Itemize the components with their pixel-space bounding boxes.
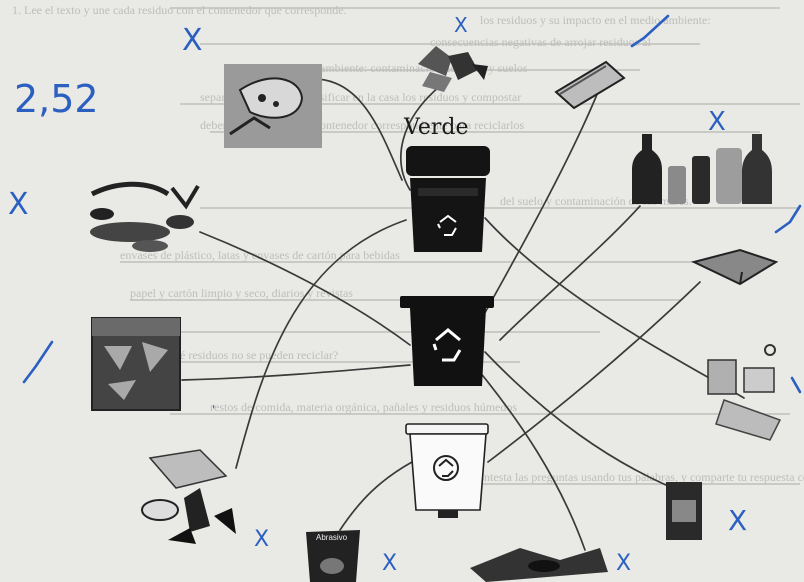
line-napkins-to-black [470, 360, 585, 550]
cross-mark-6: X [382, 551, 397, 576]
black-bin-icon [400, 296, 494, 386]
faded-line-7: del suelo y contaminación de los mares. [500, 194, 692, 208]
faded-line-12: Contesta las preguntas usando tus palabr… [470, 470, 804, 484]
food-scraps-icon [90, 184, 198, 252]
cross-mark-1: X [182, 23, 203, 58]
check-mark-3 [24, 342, 52, 382]
foil-roll-icon [556, 62, 624, 108]
pizza-box-icon [92, 318, 180, 410]
bin-label-verde: Verde [403, 115, 469, 140]
chip-bag-icon: Abrasivo [306, 530, 360, 582]
faded-line-2: los residuos y su impacto en el medio am… [480, 13, 711, 27]
milk-carton-icon [666, 482, 702, 540]
cross-mark-5: X [254, 527, 269, 552]
line-carton-to-black [485, 352, 668, 486]
glass-bottles-icon [632, 134, 772, 204]
stray-tick: ' [212, 403, 215, 417]
line-chips-to-white [340, 462, 412, 530]
line-plastic-to-green [485, 218, 744, 398]
cross-mark-7: X [616, 551, 631, 576]
faded-line-3: consecuencias negativas de arrojar resid… [430, 35, 652, 49]
broken-dishes-icon [142, 450, 236, 544]
organic-waste-icon [224, 64, 322, 148]
dirty-napkins-icon [470, 548, 608, 582]
cross-mark-2: X [454, 13, 468, 37]
check-mark-2 [776, 206, 800, 232]
cross-mark-3: X [708, 107, 726, 137]
cross-mark-4: X [8, 187, 29, 222]
cross-mark-8: X [728, 504, 747, 537]
score-mark: 2,52 [14, 77, 99, 121]
faded-line-11: restos de comida, materia orgánica, paña… [210, 400, 517, 414]
line-bottles-to-black [500, 206, 640, 340]
green-bin-icon [406, 146, 490, 252]
plastic-containers-icon [708, 345, 780, 440]
faded-print: 1. Lee el texto y une cada residuo con e… [12, 3, 804, 484]
faded-line-1: 1. Lee el texto y une cada residuo con e… [12, 3, 347, 17]
white-bin-icon [406, 424, 488, 518]
line-pizza-to-black [182, 365, 410, 380]
faded-line-10: ¿Qué residuos no se pueden reciclar? [160, 348, 338, 362]
chip-bag-label: Abrasivo [316, 533, 348, 542]
check-mark-4 [792, 378, 800, 392]
cardboard-box-icon [694, 250, 776, 284]
